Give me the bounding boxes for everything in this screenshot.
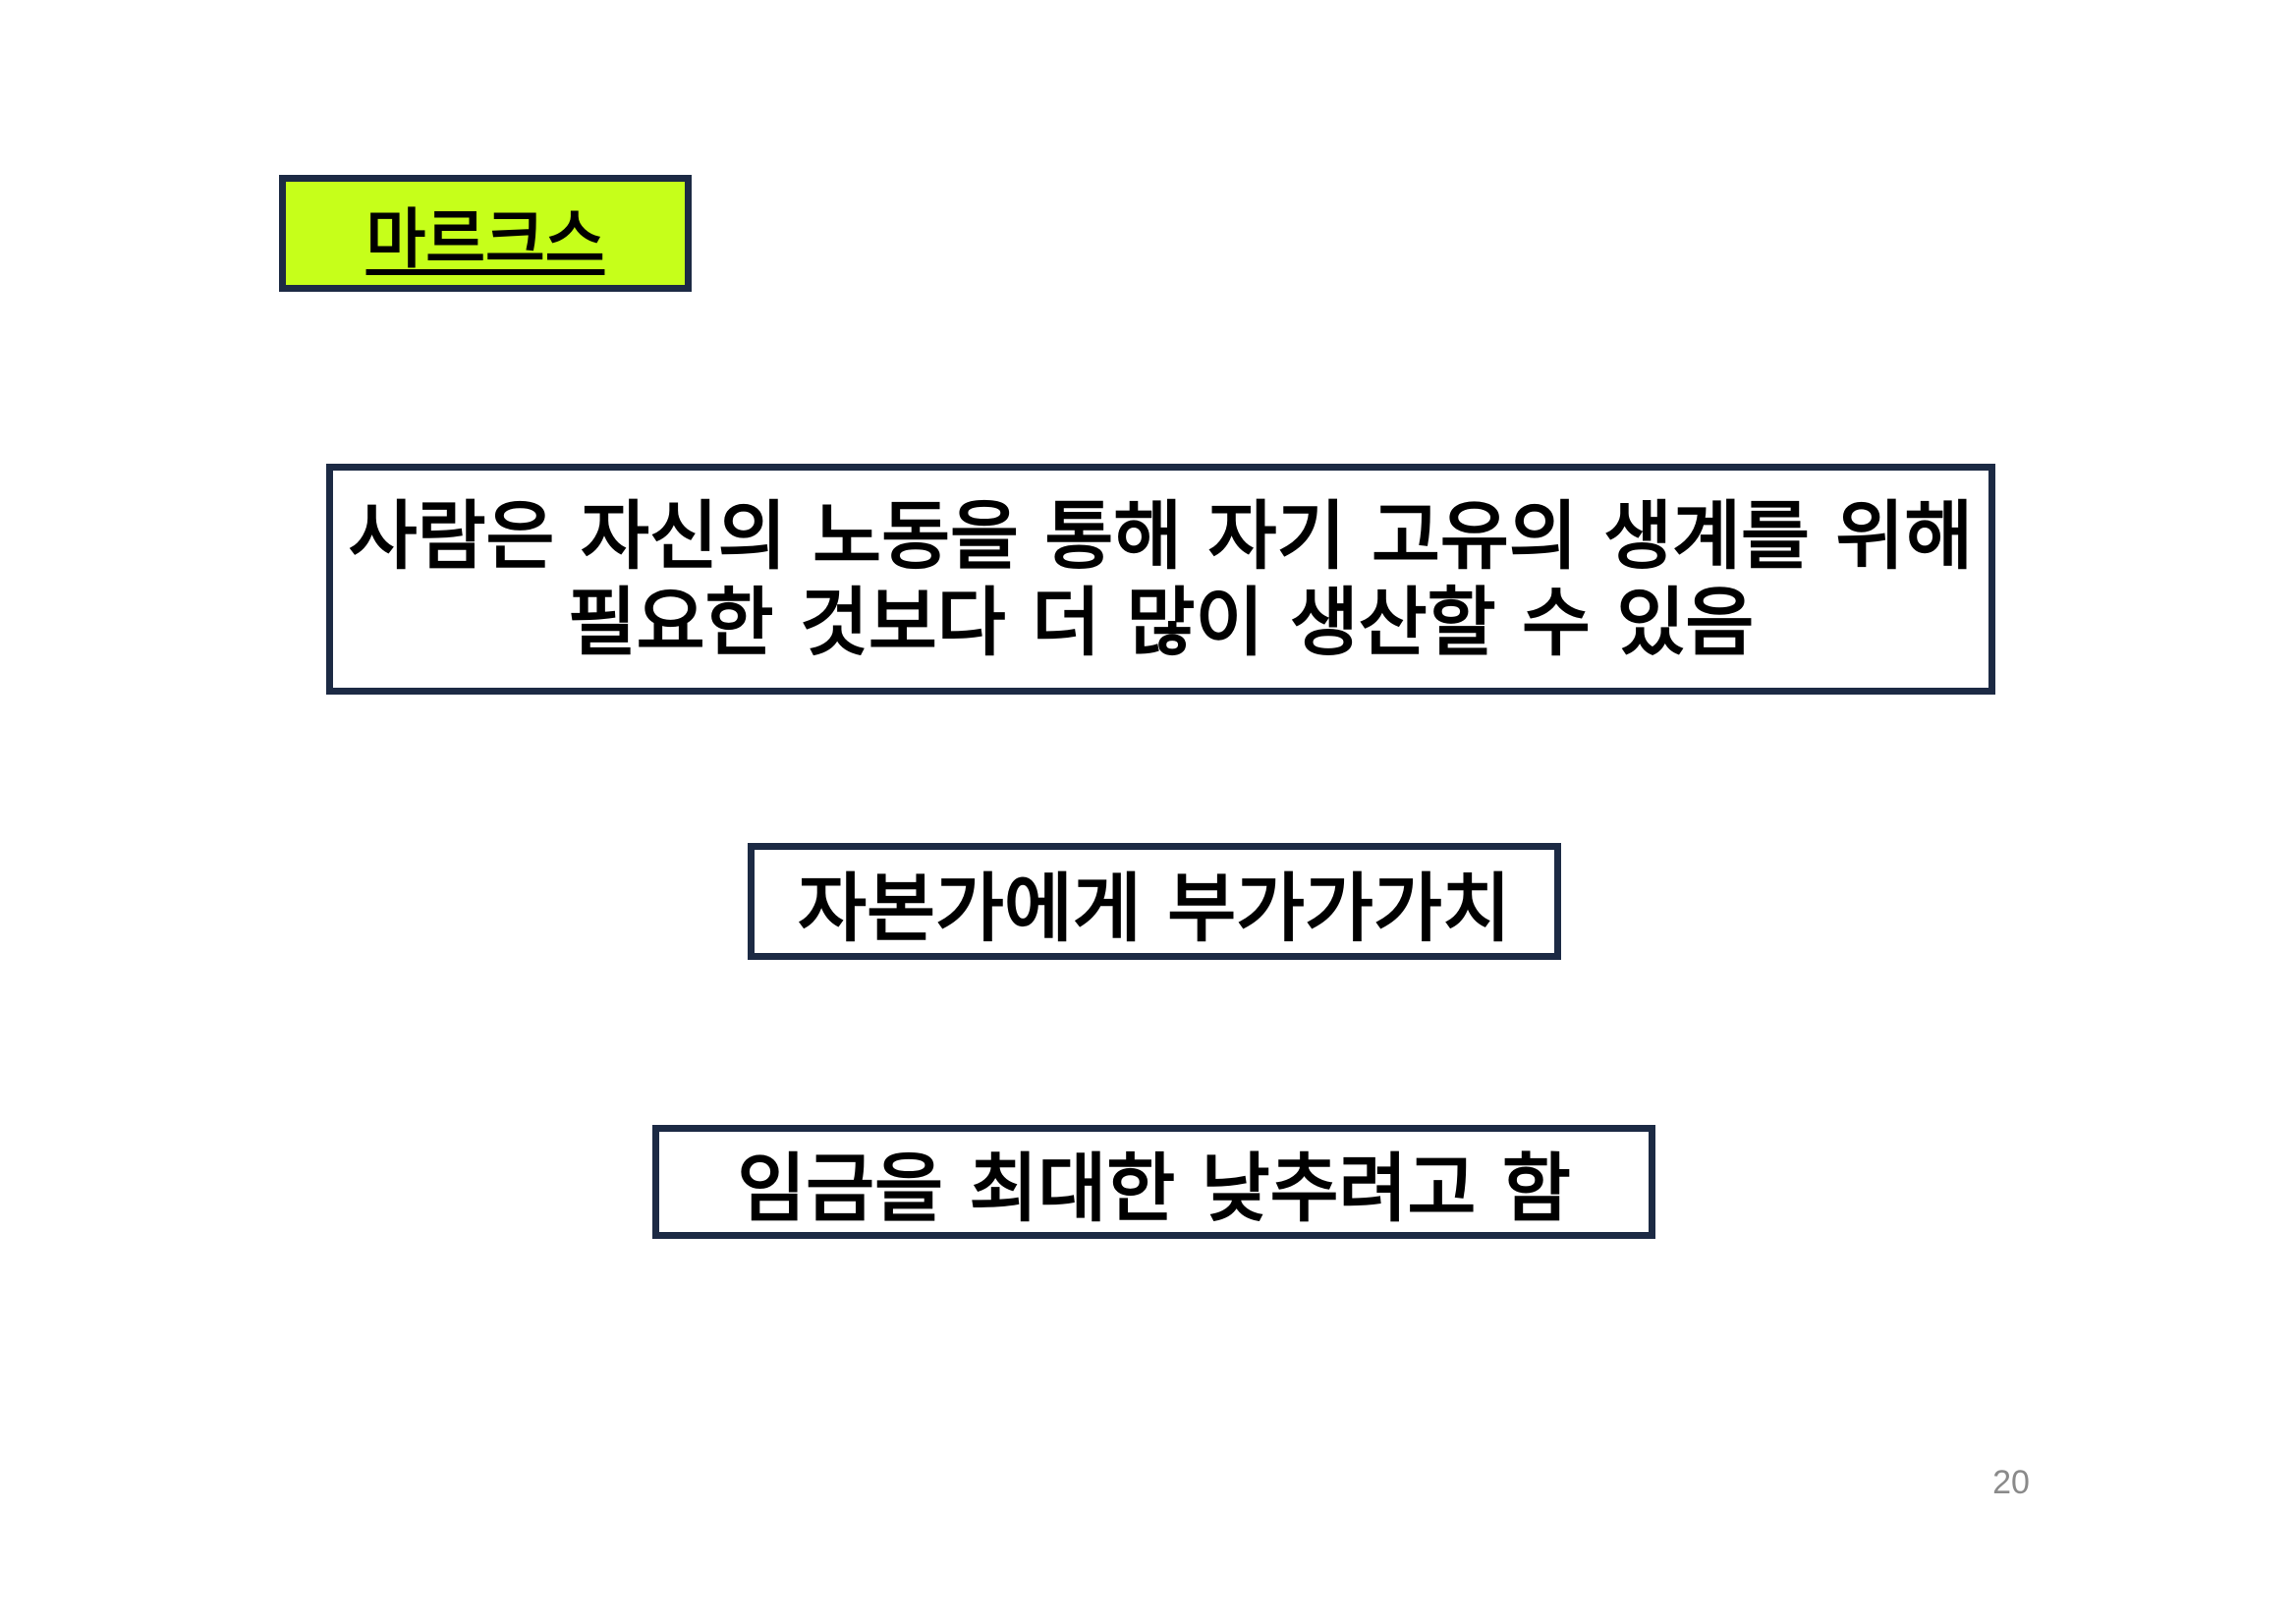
wages-text: 임금을 최대한 낮추려고 함	[737, 1145, 1571, 1232]
statement-line-1: 사람은 자신의 노동을 통해 자기 고유의 생계를 위해	[348, 491, 1974, 580]
statement-box: 사람은 자신의 노동을 통해 자기 고유의 생계를 위해 필요한 것보다 더 많…	[326, 464, 1995, 695]
slide-title: 마르크스	[365, 200, 605, 277]
surplus-value-text: 자본가에게 부가가가치	[798, 864, 1511, 952]
surplus-value-box: 자본가에게 부가가가치	[748, 843, 1561, 960]
title-box: 마르크스	[279, 175, 692, 292]
statement-line-2: 필요한 것보다 더 많이 생산할 수 있음	[567, 578, 1755, 666]
page-number: 20	[1992, 1464, 2030, 1501]
wages-box: 임금을 최대한 낮추려고 함	[652, 1125, 1655, 1239]
